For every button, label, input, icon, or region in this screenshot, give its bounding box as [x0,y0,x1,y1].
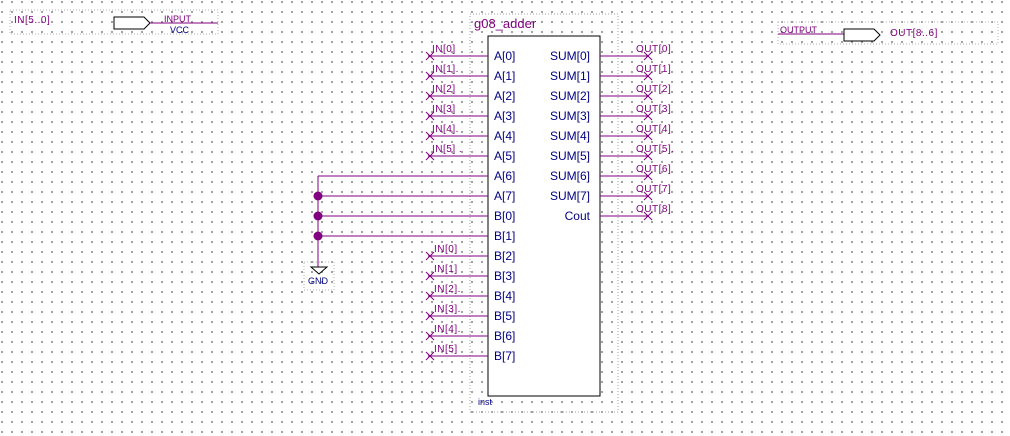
out-net-label: OUT[0] [636,44,671,55]
no-connect-x [425,151,435,161]
no-connect-x [643,111,653,121]
left-pin-label: A[7] [494,189,515,203]
junction-dot [313,231,323,241]
left-pin-label: A[3] [494,109,515,123]
instance-label: inst [478,397,493,407]
b-net-label: IN[2]. [434,284,461,295]
out-net-label: OUT[3] [636,104,671,115]
no-connect-x [643,191,653,201]
a-net-label: IN[1]. [432,64,459,75]
no-connect-x [643,71,653,81]
a-net-label: IN[5] . [432,144,462,155]
left-pin-label: A[5] [494,149,515,163]
junction-dot [313,191,323,201]
no-connect-x [643,211,653,221]
output-bus-label: OUT[8..6] [890,28,938,39]
out-net-label: OUT[1] [636,64,671,75]
input-type-label: INPUT [164,14,192,24]
no-connect-x [425,251,435,261]
b-net-label: IN[4]. [434,324,461,335]
no-connect-x [425,51,435,61]
no-connect-x [425,91,435,101]
left-pin-label: B[7] [494,349,515,363]
output-pin-symbol [843,28,881,42]
left-pin-label: B[6] [494,329,515,343]
b-net-label: IN[1] [434,264,458,275]
junction-dot [313,211,323,221]
a-net-label: IN[0] [432,44,456,55]
input-pin-symbol [113,16,151,30]
no-connect-x [425,131,435,141]
gnd-label: GND [308,276,329,286]
left-pin-label: B[2] [494,249,515,263]
output-pin-block[interactable]: OUTPUT OUT[8..6] [777,21,999,45]
out-net-label: OUT[8] [636,204,671,215]
right-pin-label: SUM[0] [550,49,590,63]
right-pin-label: SUM[5] [550,149,590,163]
input-default-label: VCC [170,25,190,35]
b-net-label: IN[3]. [434,304,461,315]
left-pin-label: B[0] [494,209,515,223]
left-pin-label: A[0] [494,49,515,63]
left-pin-label: B[1] [494,229,515,243]
input-pin-block[interactable]: IN[5..0] INPUT VCC [9,9,219,35]
a-net-label: IN[2] [432,84,456,95]
no-connect-x [643,171,653,181]
out-net-label: OUT[7] [636,184,671,195]
b-net-label: IN[5] [434,344,458,355]
no-connect-x [425,291,435,301]
left-pin-label: A[4] [494,129,515,143]
a-net-label: IN[4]. [432,124,459,135]
b-net-label: IN[0] [434,244,458,255]
left-pin-label: B[5] [494,309,515,323]
left-pin-label: A[6] [494,169,515,183]
out-net-label: OUT[5]. [636,144,675,155]
gnd-symbol[interactable]: GND [303,261,335,291]
no-connect-x [425,331,435,341]
component-name: g08_adder [474,16,537,31]
left-pin-label: A[1] [494,69,515,83]
no-connect-x [425,271,435,281]
right-pin-label: SUM[6] [550,169,590,183]
out-net-label: OUT[4] [636,124,671,135]
a-net-label: IN[3] [432,104,456,115]
no-connect-x [425,111,435,121]
no-connect-x [425,351,435,361]
no-connect-x [643,151,653,161]
right-pin-label: SUM[2] [550,89,590,103]
output-type-label: OUTPUT [780,25,818,35]
right-pin-label: SUM[1] [550,69,590,83]
no-connect-x [643,91,653,101]
out-net-label: OUT[6] [636,164,671,175]
out-net-label: OUT[2] [636,84,671,95]
right-pin-label: SUM[7] [550,189,590,203]
left-pin-label: B[4] [494,289,515,303]
adder-component[interactable]: g08_adder inst A[0] A[1] A[2] A[3] A[4] A[5] A… [469,13,619,413]
no-connect-x [643,51,653,61]
no-connect-x [425,311,435,321]
left-pin-label: A[2] [494,89,515,103]
right-pin-label: Cout [565,209,591,223]
input-bus-label: IN[5..0] [14,15,50,26]
component-body [487,35,601,397]
right-pin-label: SUM[4] [550,129,590,143]
left-pin-label: B[3] [494,269,515,283]
no-connect-x [643,131,653,141]
right-pin-label: SUM[3] [550,109,590,123]
no-connect-x [425,71,435,81]
